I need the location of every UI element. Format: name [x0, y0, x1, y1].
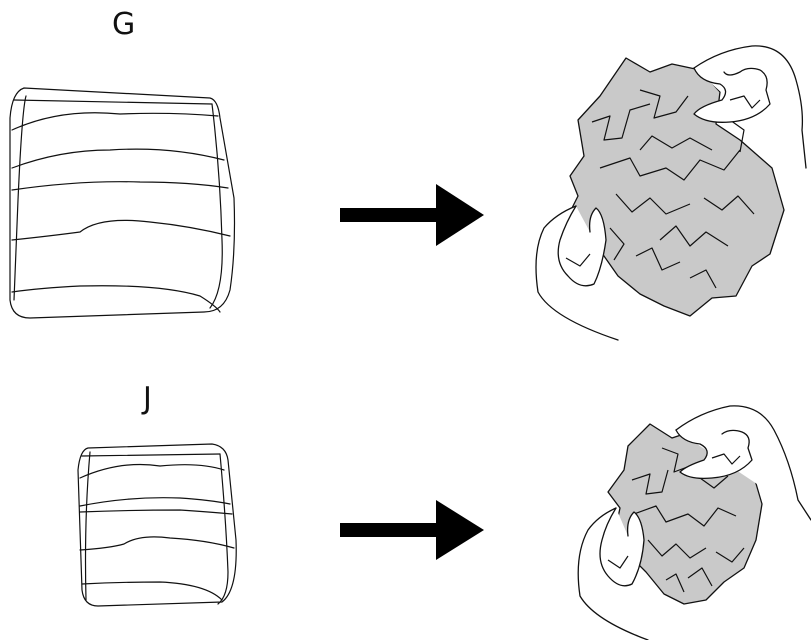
figure-canvas: G	[0, 0, 811, 640]
crumpled-paper-j	[0, 0, 811, 640]
